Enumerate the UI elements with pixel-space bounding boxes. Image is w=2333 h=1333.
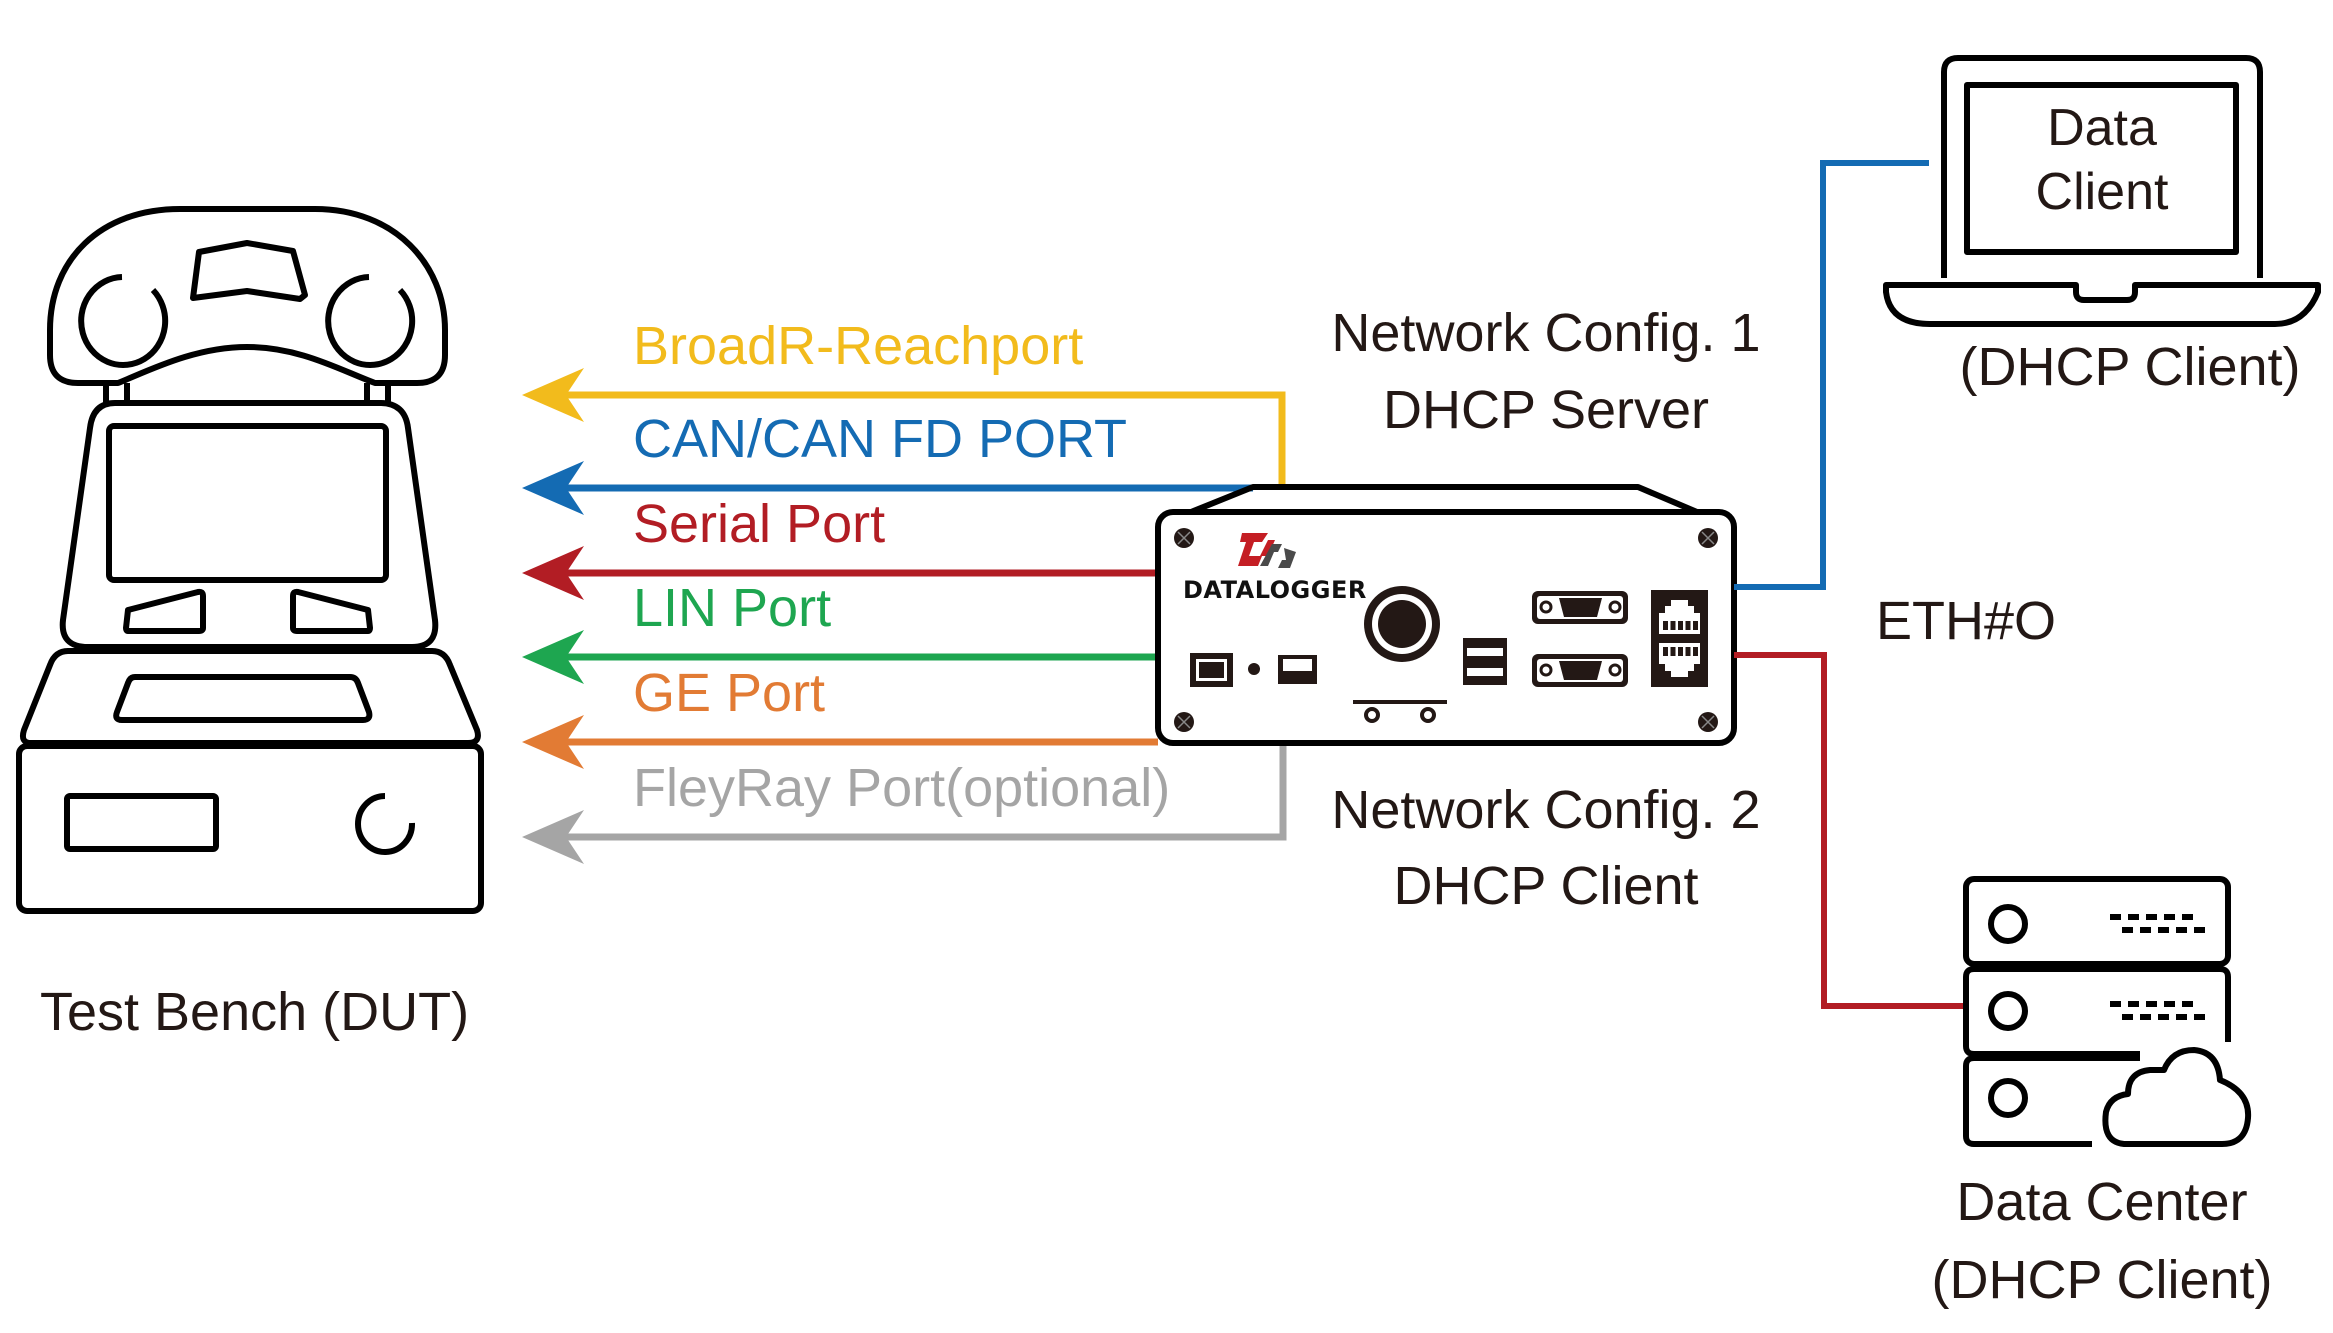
arrow-can (522, 461, 1253, 515)
robot-neck (103, 383, 391, 403)
power-icon (355, 793, 416, 855)
arrow-line-flexray (566, 743, 1287, 841)
rj45-port (1651, 590, 1708, 687)
data-center-title: Data Center (1956, 1172, 2248, 1232)
robot-light-right (290, 588, 373, 634)
cloud-icon (2102, 1047, 2252, 1147)
datalogger-device-icon (1155, 484, 1737, 746)
arrow-serial (522, 546, 1158, 600)
port-label-ge: GE Port (633, 663, 826, 723)
screw-crosses (1177, 531, 1715, 729)
eth-link-blue (1734, 160, 1929, 590)
port-label-broadr: BroadR-Reachport (633, 316, 1084, 376)
zlg-logo-icon (1238, 533, 1296, 568)
bench-upper-base (19, 648, 481, 746)
arrow-head-serial (522, 546, 584, 600)
arrow-lin (522, 630, 1158, 684)
arrow-broadr (522, 368, 1286, 487)
switch-bar (1353, 700, 1447, 704)
server-cloud-icon (1963, 876, 2252, 1147)
network-config-1-title: Network Config. 1 (1331, 303, 1761, 363)
device-front-panel (1155, 509, 1737, 746)
test-bench-label: Test Bench (DUT) (40, 982, 470, 1042)
robot-visor (190, 240, 308, 302)
datalogger-brand: DATALOGGER (1183, 576, 1367, 604)
arrow-head-flexray (522, 810, 584, 864)
robot-head (47, 206, 448, 386)
arrow-ge (522, 715, 1158, 769)
robot-body (59, 400, 439, 650)
robot-screen (106, 423, 389, 583)
server-indicator-dashes (2110, 914, 2205, 1020)
data-client-screen-line2: Client (2035, 163, 2169, 221)
robot-eye-right (325, 274, 416, 368)
server-unit-2 (1963, 966, 2231, 1057)
server-unit-3 (1963, 1055, 2140, 1147)
data-client-caption: (DHCP Client) (1959, 337, 2301, 397)
network-config-1-mode: DHCP Server (1382, 380, 1710, 440)
bench-keyboard (113, 674, 373, 723)
arrow-head-broadr (522, 368, 584, 422)
robot-light-left (123, 588, 206, 634)
port-label-can: CAN/CAN FD PORT (633, 409, 1128, 469)
port-label-flexray: FleyRay Port(optional) (633, 758, 1171, 818)
network-config-2-title: Network Config. 2 (1331, 780, 1761, 840)
arrow-head-can (522, 461, 584, 515)
laptop-base (1883, 282, 2321, 327)
arrow-line-broadr (566, 391, 1286, 487)
robot-test-bench-icon (16, 206, 484, 914)
bench-lower-box (16, 743, 484, 914)
eth-link-red (1734, 652, 1965, 1009)
port-label-lin: LIN Port (633, 578, 832, 638)
led-indicator (1248, 663, 1260, 675)
robot-eye-left (78, 274, 169, 368)
laptop-lid (1941, 55, 2263, 278)
arrow-head-lin (522, 630, 584, 684)
laptop-screen (1964, 82, 2239, 255)
db9-ports (1532, 591, 1628, 687)
arrow-head-ge (522, 715, 584, 769)
port-label-serial: Serial Port (633, 494, 886, 554)
data-client-screen-line1: Data (2047, 99, 2157, 157)
bench-slot (64, 793, 219, 852)
usb-ports (1463, 638, 1507, 685)
eth-port-label: ETH#O (1876, 591, 2057, 651)
port-arrows (522, 368, 1287, 864)
server-unit-1 (1963, 876, 2231, 967)
device-top-lid (1189, 484, 1699, 515)
arrow-flexray (522, 743, 1287, 864)
network-config-2-mode: DHCP Client (1393, 856, 1699, 916)
data-center-caption: (DHCP Client) (1931, 1250, 2273, 1310)
laptop-icon (1883, 55, 2321, 327)
